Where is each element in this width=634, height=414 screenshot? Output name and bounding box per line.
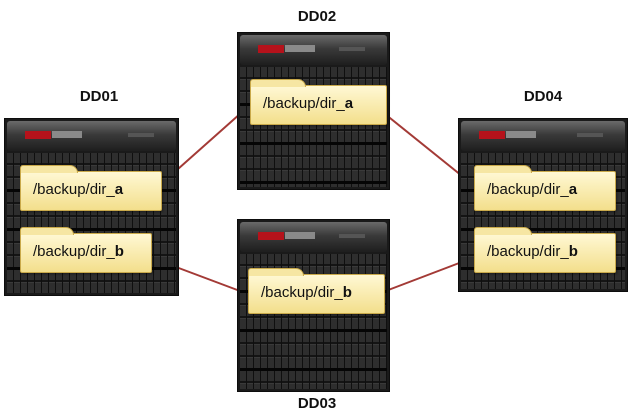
folder-dd01-dir-b: /backup/dir_b — [20, 227, 152, 273]
folder-label: /backup/dir_b — [487, 243, 578, 260]
folder-dd03-dir-b: /backup/dir_b — [248, 268, 385, 314]
folder-label: /backup/dir_b — [261, 284, 352, 301]
folder-dd04-dir-a: /backup/dir_a — [474, 165, 616, 211]
folder-label: /backup/dir_a — [487, 181, 578, 198]
folder-label: /backup/dir_b — [33, 243, 124, 260]
node-label-dd01: DD01 — [79, 88, 119, 105]
folder-label: /backup/dir_a — [33, 181, 124, 198]
node-label-dd02: DD02 — [297, 8, 337, 25]
arrow-dd02-a-to-dd04-a — [384, 113, 474, 186]
folder-label: /backup/dir_a — [263, 95, 354, 112]
node-label-dd03: DD03 — [297, 395, 337, 412]
folder-dd02-dir-a: /backup/dir_a — [250, 79, 387, 125]
node-label-dd04: DD04 — [523, 88, 563, 105]
folder-dd01-dir-a: /backup/dir_a — [20, 165, 162, 211]
folder-dd04-dir-b: /backup/dir_b — [474, 227, 616, 273]
